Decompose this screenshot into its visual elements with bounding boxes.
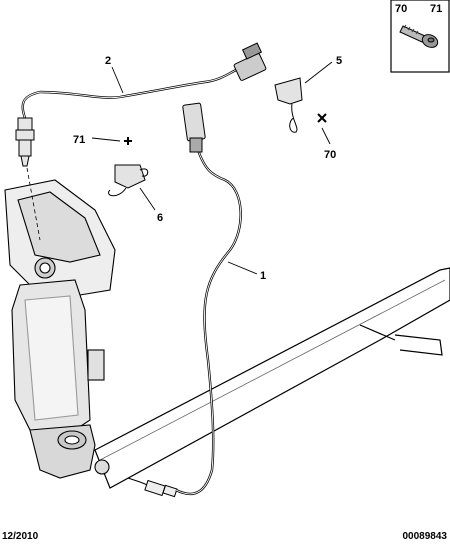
footer-date: 12/2010 [2,531,39,542]
alignment-line [26,167,41,241]
upper-oxygen-sensor [15,117,35,167]
clip-6 [108,164,149,197]
callout-71: 71 [73,134,85,146]
inset-label-70: 70 [395,3,407,15]
exhaust-pipe [94,267,450,489]
callout-70: 70 [324,149,336,161]
screw-71-marker [124,137,132,145]
lower-oxygen-sensor [127,477,178,498]
screw-icon [399,24,439,48]
bracket-5 [274,77,303,133]
callout-5: 5 [336,55,342,67]
screw-inset: 70 71 [390,0,450,73]
callout-1: 1 [260,270,266,282]
callout-6: 6 [157,212,163,224]
callout-2: 2 [105,55,111,67]
footer-reference: 00089843 [402,531,448,542]
cable-2-connector [233,42,267,81]
screw-70-marker [317,113,327,123]
cable-1-connector [182,102,206,153]
leader-lines [91,61,333,275]
catalytic-converter [4,179,116,479]
inset-label-71: 71 [430,3,442,15]
cable-2 [21,68,237,119]
